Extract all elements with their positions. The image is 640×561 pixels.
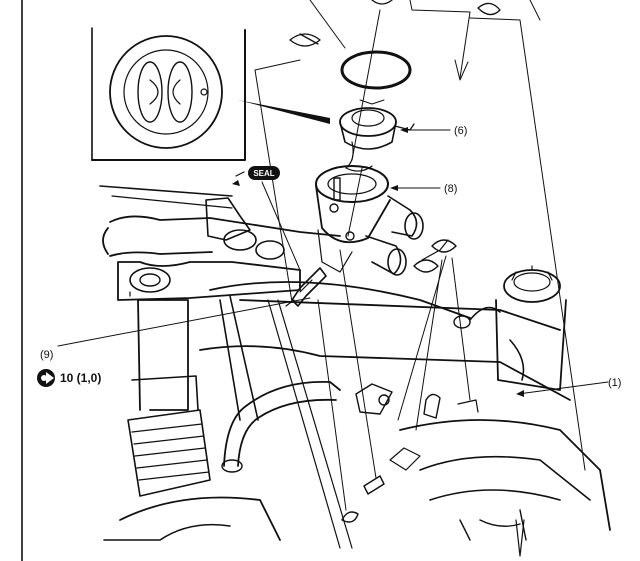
temperature-sensor bbox=[285, 267, 327, 307]
upper-hose-clamps bbox=[289, 0, 501, 47]
torque-wrench-icon bbox=[37, 369, 55, 387]
o-ring bbox=[340, 50, 412, 90]
seal-marker: SEAL bbox=[232, 166, 301, 271]
thermostat bbox=[339, 99, 415, 172]
callout-leader-lines bbox=[57, 127, 609, 397]
outlet-hose-clamps bbox=[413, 239, 457, 273]
callout-labels: (6) (8) (9) (1) bbox=[40, 125, 621, 389]
reference-lines-lower bbox=[317, 167, 471, 511]
cylinder-head-block bbox=[117, 197, 301, 301]
lower-hoses bbox=[221, 299, 353, 549]
inset-detail-thermostat-top-view bbox=[91, 27, 246, 161]
callout-1: (1) bbox=[608, 377, 621, 389]
torque-value: 10 (1,0) bbox=[60, 371, 101, 385]
fork-bellows bbox=[127, 375, 211, 497]
lower-radiator-shroud bbox=[103, 419, 611, 557]
torque-spec: 10 (1,0) bbox=[37, 369, 101, 387]
small-fittings bbox=[341, 383, 479, 523]
reference-lines-top bbox=[254, 0, 586, 471]
reservoir-tank bbox=[453, 265, 567, 391]
engine-frame bbox=[99, 185, 571, 421]
callout-9: (9) bbox=[40, 349, 53, 361]
thermostat-housing bbox=[315, 165, 424, 276]
inset-pointer-wedge bbox=[238, 100, 330, 124]
callout-8: (8) bbox=[444, 183, 457, 195]
callout-6: (6) bbox=[454, 125, 467, 137]
seal-label: SEAL bbox=[253, 169, 274, 178]
